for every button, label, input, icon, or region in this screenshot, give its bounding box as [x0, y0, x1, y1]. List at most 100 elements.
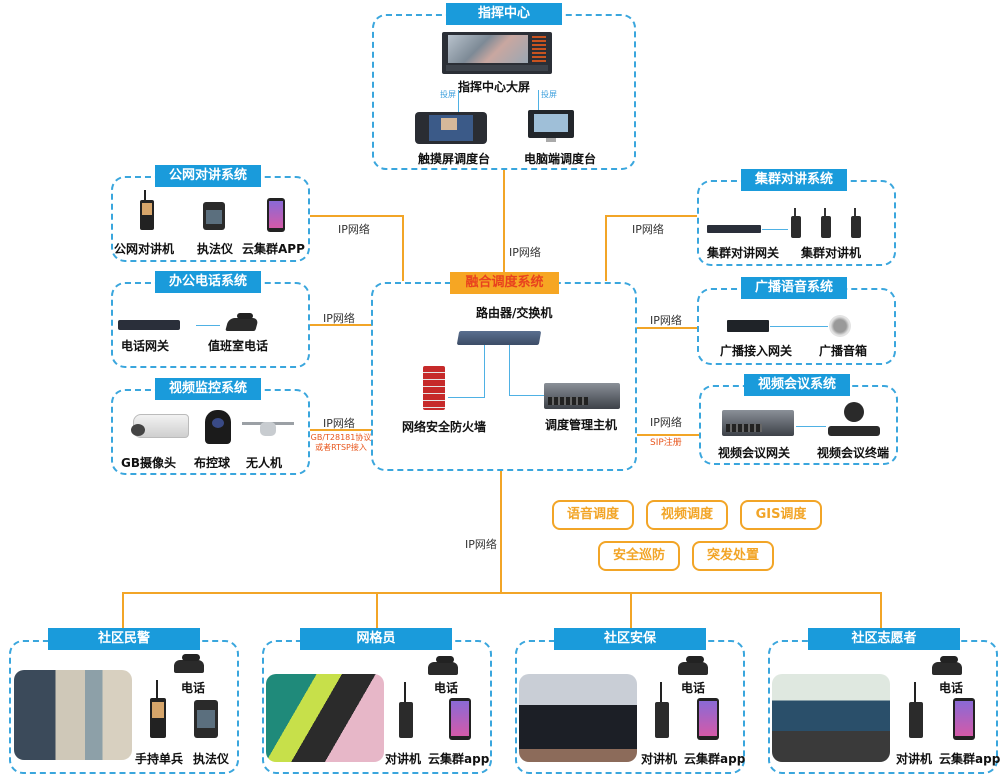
endpoint-phone-label: 电话 — [434, 681, 459, 695]
broadcast-device-label: 广播接入网关 — [720, 344, 793, 358]
link-trunk-intercom-v — [605, 215, 607, 281]
router-label: 路由器/交换机 — [476, 306, 553, 320]
sip-note: SIP注册 — [650, 438, 682, 448]
protocol-note-line2: 或者RTSP接入 — [315, 443, 367, 452]
cloud-app-phone-icon — [697, 698, 719, 740]
link-public-intercom-v — [402, 215, 404, 281]
ptz-ball-icon — [205, 410, 231, 444]
cast-label-right: 投屏 — [541, 90, 557, 99]
law-recorder-icon — [203, 202, 225, 230]
drop-3 — [630, 592, 632, 630]
grid-worker-photo — [266, 674, 384, 762]
trunk-device-label: 集群对讲网关 — [707, 246, 780, 260]
video-device-label: 无人机 — [246, 456, 283, 470]
firewall-label: 网络安全防火墙 — [402, 420, 487, 434]
desk-phone-icon — [932, 656, 962, 676]
broadcast-link — [770, 326, 828, 327]
router-host-link-h — [509, 395, 545, 396]
radio-icon — [909, 682, 923, 738]
endpoint-phone-label: 电话 — [181, 681, 206, 695]
public-device-label: 公网对讲机 — [114, 242, 175, 256]
office-device-label: 值班室电话 — [208, 339, 269, 353]
link-public-intercom — [310, 215, 404, 217]
trunk-radio-icon — [821, 208, 831, 238]
broadcast-gateway-icon — [727, 320, 769, 332]
endpoint-title: 网格员 — [300, 628, 452, 650]
broadcast-title: 广播语音系统 — [741, 277, 847, 299]
endpoint-device-label: 对讲机 — [896, 752, 933, 766]
command-center-title: 指挥中心 — [446, 3, 562, 25]
protocol-note-line1: GB/T28181协议 — [310, 433, 372, 442]
conference-device-label: 视频会议终端 — [817, 446, 890, 460]
speaker-icon — [829, 315, 851, 337]
public-device-label: 执法仪 — [197, 242, 234, 256]
trunk-radio-icon — [791, 208, 801, 238]
function-tag-gis-dispatch: GIS调度 — [740, 500, 822, 530]
endpoint-phone-label: 电话 — [939, 681, 964, 695]
pc-console-label: 电脑端调度台 — [524, 152, 597, 166]
trunk-radio-icon — [851, 208, 861, 238]
video-conference-title: 视频会议系统 — [744, 374, 850, 396]
fusion-dispatch-title: 融合调度系统 — [450, 272, 559, 294]
trunk-gateway-link — [762, 229, 788, 230]
endpoint-phone-label: 电话 — [681, 681, 706, 695]
endpoint-device-label: 云集群app — [684, 752, 746, 766]
endpoint-device-label: 云集群app — [939, 752, 1001, 766]
function-tag-emergency-response: 突发处置 — [692, 541, 774, 571]
router-firewall-link-h — [448, 397, 485, 398]
link-trunk-intercom — [605, 215, 697, 217]
function-tag-voice-dispatch: 语音调度 — [552, 500, 634, 530]
office-phone-title: 办公电话系统 — [155, 271, 261, 293]
conference-device-label: 视频会议网关 — [718, 446, 791, 460]
cast-label-left: 投屏 — [440, 90, 456, 99]
conference-link — [796, 426, 826, 427]
link-fusion-down — [500, 471, 502, 593]
gb-camera-icon — [127, 414, 189, 442]
endpoint-title: 社区安保 — [554, 628, 706, 650]
drop-2 — [376, 592, 378, 630]
firewall-icon — [423, 366, 445, 410]
protocol-note: GB/T28181协议 或者RTSP接入 — [310, 433, 372, 453]
volunteers-photo — [772, 674, 890, 762]
community-security-photo — [519, 674, 637, 762]
cast-line-left — [458, 90, 459, 112]
office-device-label: 电话网关 — [121, 339, 170, 353]
link-video-conference — [637, 434, 699, 436]
endpoint-title: 社区民警 — [48, 628, 200, 650]
trunk-gateway-icon — [707, 225, 761, 233]
link-video-surveillance — [310, 429, 372, 431]
ip-network-label: IP网络 — [632, 223, 664, 236]
big-screen-label: 指挥中心大屏 — [458, 80, 531, 94]
big-screen-image — [442, 32, 552, 74]
router-host-link-v — [509, 345, 510, 395]
cloud-app-phone-icon — [267, 198, 285, 232]
drop-4 — [880, 592, 882, 630]
ip-network-label: IP网络 — [465, 538, 497, 551]
bus-bottom — [122, 592, 882, 594]
endpoint-device-label: 手持单兵 — [135, 752, 184, 766]
conference-gateway-icon — [722, 410, 794, 436]
ip-network-label: IP网络 — [650, 416, 682, 429]
touch-console-label: 触摸屏调度台 — [418, 152, 491, 166]
router-switch-icon — [456, 331, 542, 345]
drop-1 — [122, 592, 124, 630]
broadcast-device-label: 广播音箱 — [819, 344, 868, 358]
trunk-device-label: 集群对讲机 — [801, 246, 862, 260]
desk-phone-icon — [678, 656, 708, 676]
video-device-label: GB摄像头 — [121, 456, 176, 470]
function-tag-safety-patrol: 安全巡防 — [598, 541, 680, 571]
ip-network-label: IP网络 — [323, 312, 355, 325]
desk-phone-icon — [428, 656, 458, 676]
ip-network-label: IP网络 — [338, 223, 370, 236]
conference-terminal-icon — [828, 402, 880, 438]
endpoint-device-label: 对讲机 — [641, 752, 678, 766]
desk-phone-icon — [225, 313, 259, 331]
video-device-label: 布控球 — [194, 456, 231, 470]
dispatch-host-icon — [544, 383, 620, 409]
endpoint-device-label: 执法仪 — [193, 752, 230, 766]
router-firewall-link-v — [484, 345, 485, 397]
ip-network-label: IP网络 — [323, 417, 355, 430]
phone-gateway-icon — [118, 320, 180, 330]
desk-phone-icon — [174, 654, 204, 674]
public-intercom-title: 公网对讲系统 — [155, 165, 261, 187]
